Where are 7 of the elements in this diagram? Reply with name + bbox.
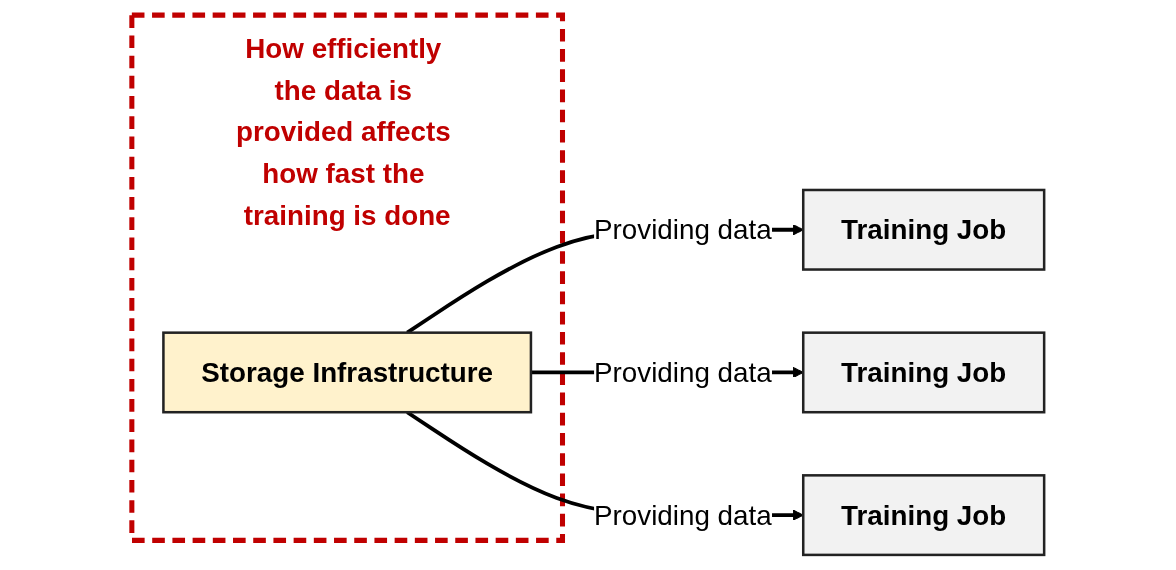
node-box: Storage Infrastructure [162, 331, 533, 414]
edge-label: Providing data [594, 499, 772, 531]
node-box: Training Job [801, 188, 1046, 271]
node-box: Training Job [801, 331, 1046, 414]
node-box: Training Job [801, 474, 1046, 557]
edge-label: Providing data [594, 213, 772, 246]
edge-label: Providing data [594, 356, 772, 389]
